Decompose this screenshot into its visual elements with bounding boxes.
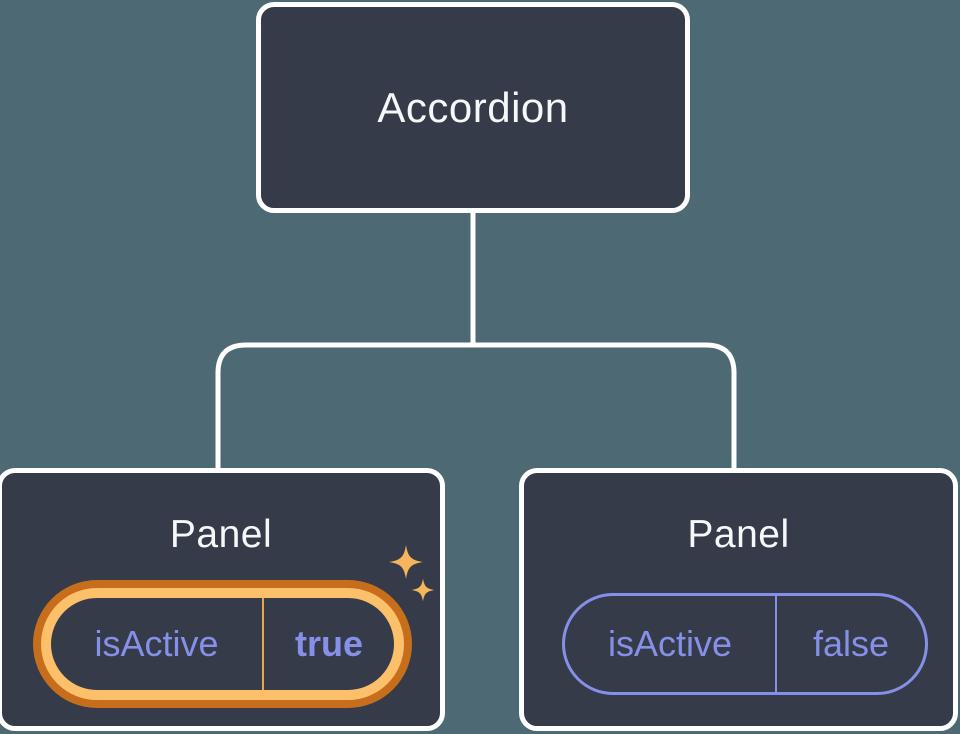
state-pill-active: isActive true: [41, 588, 404, 700]
component-label: Panel: [169, 513, 273, 556]
pill-divider: [262, 598, 264, 690]
component-label: Accordion: [377, 83, 569, 131]
component-node-panel-inactive: Panel isActive false: [519, 468, 958, 731]
component-label: Panel: [687, 513, 790, 556]
pill-divider: [775, 596, 777, 692]
state-key: isActive: [607, 623, 733, 664]
state-pill-inactive: isActive false: [562, 593, 928, 695]
component-node-accordion: Accordion: [256, 2, 690, 213]
component-node-panel-active: Panel isActive true: [0, 468, 445, 731]
state-value: false: [812, 623, 890, 664]
state-key: isActive: [94, 623, 219, 664]
connector-branches: [215, 342, 737, 470]
state-value: true: [294, 623, 363, 664]
